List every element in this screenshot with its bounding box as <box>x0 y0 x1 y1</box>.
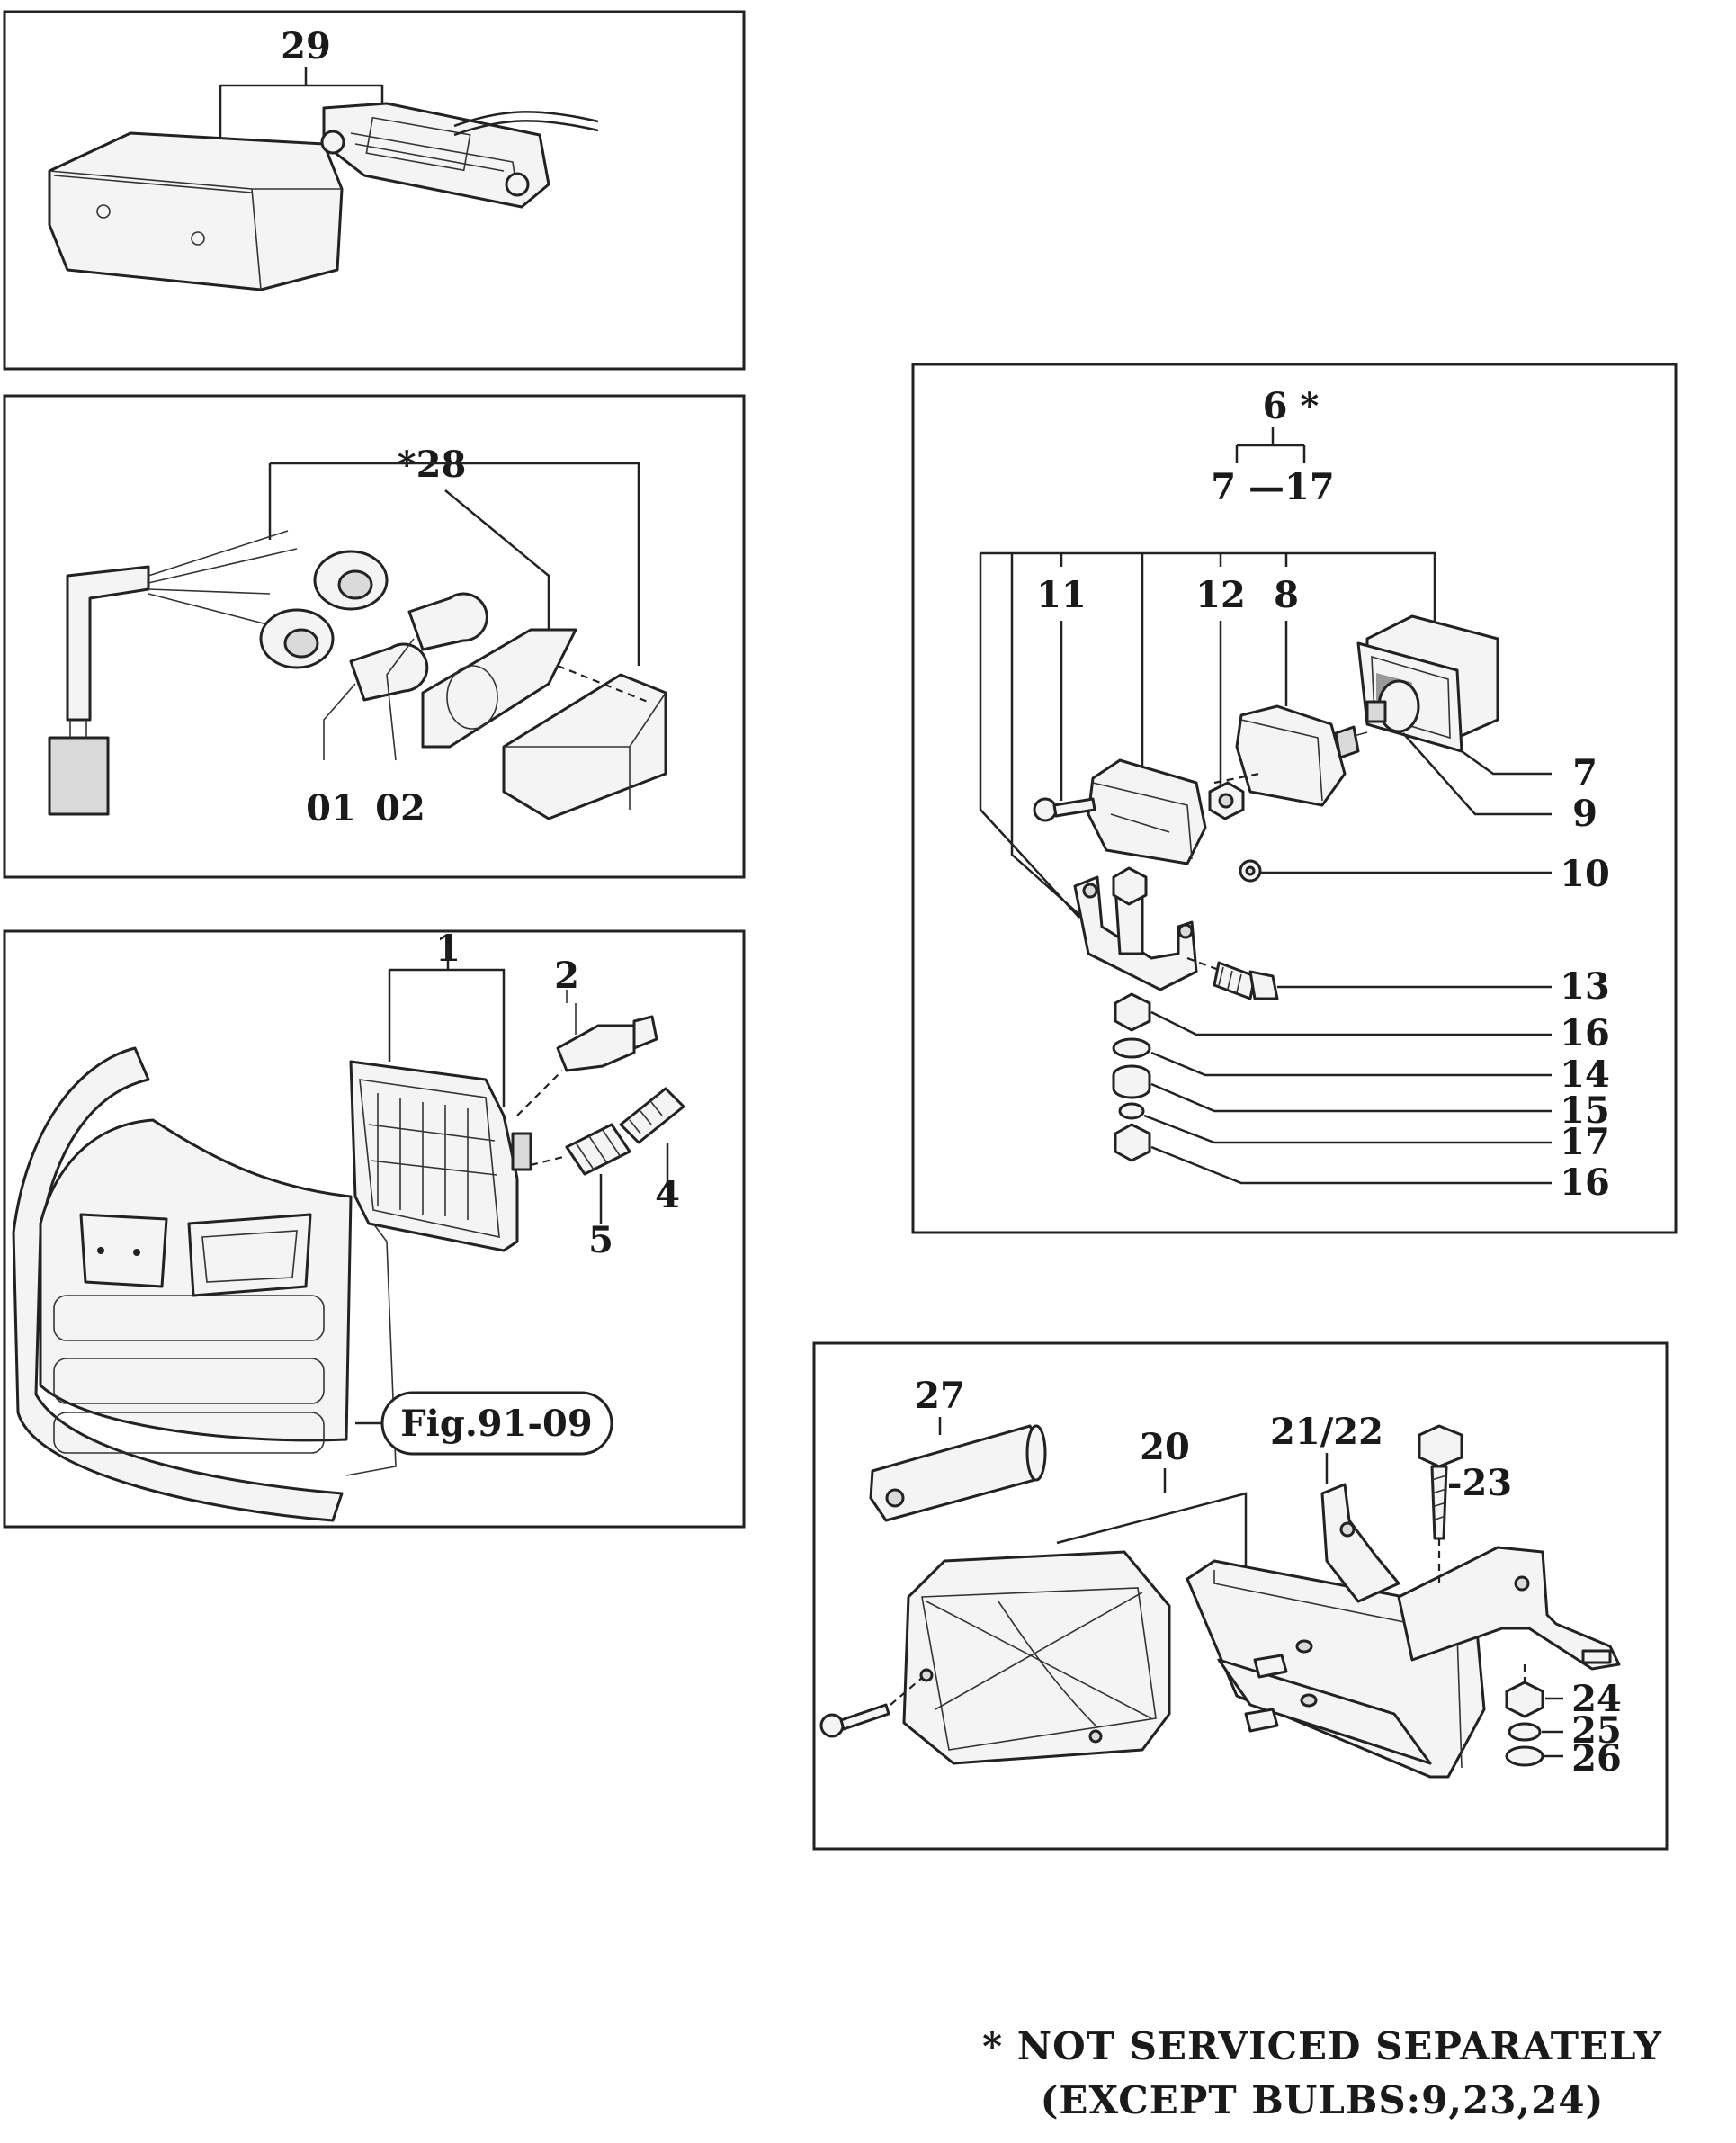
label-14: 14 <box>1560 1054 1610 1096</box>
tail-lamp-lens <box>1356 614 1499 753</box>
leader-6-bracket <box>979 551 1436 928</box>
label-6-group: 6 * <box>1263 385 1320 427</box>
work-lamp <box>349 1060 532 1252</box>
leader-7 <box>1461 749 1552 776</box>
label-7: 7 <box>1572 752 1597 794</box>
bulbs <box>323 592 488 761</box>
wiring-harness <box>48 530 389 816</box>
label-8: 8 <box>1274 574 1299 616</box>
leader-6 <box>1235 427 1306 463</box>
label-25: 25 <box>1571 1709 1622 1752</box>
label-10: 10 <box>1560 853 1610 895</box>
label-26: 26 <box>1571 1737 1622 1780</box>
lens-screw <box>819 1677 923 1738</box>
note-line-2: (EXCEPT BULBS:9,23,24) <box>1040 2078 1605 2122</box>
leader-6-sub <box>1060 621 1288 801</box>
panel-20: 27 20 21/22 -23 <box>812 1341 1669 1851</box>
hardware-stack <box>1112 992 1151 1162</box>
panel-1: 1 2 4 5 <box>3 928 746 1529</box>
tail-lamp-body <box>421 628 667 820</box>
tail-lamp-housing-8 <box>1213 704 1368 807</box>
label-21-22: 21/22 <box>1270 1411 1383 1453</box>
note-line-1: * NOT SERVICED SEPARATELY <box>982 2024 1662 2068</box>
rear-lamp-lens <box>902 1550 1171 1765</box>
bolt-13 <box>1186 956 1279 1000</box>
nut-12 <box>1208 781 1245 820</box>
label-29: 29 <box>281 25 331 67</box>
bracket-21-22 <box>1320 1483 1621 1671</box>
adjuster-screw-4 <box>619 1087 685 1183</box>
leader-29 <box>219 67 384 148</box>
nut-16-upper <box>1114 992 1151 1032</box>
label-15: 15 <box>1560 1089 1610 1132</box>
panel-29-frame <box>3 10 746 371</box>
label-6-range: 7 —17 <box>1211 466 1334 508</box>
hood-lamp-recess <box>187 1213 312 1297</box>
panel-20-frame <box>812 1341 1669 1851</box>
label-13: 13 <box>1560 965 1610 1008</box>
leader-1 <box>388 945 506 1107</box>
nut-16-lower <box>1114 1123 1151 1162</box>
label-5: 5 <box>588 1219 613 1261</box>
lockwasher-25 <box>1508 1722 1542 1742</box>
work-lamp-bulb <box>516 990 658 1116</box>
panel-6-frame <box>911 363 1678 1234</box>
tractor-hood <box>12 1046 397 1522</box>
washer-14 <box>1112 1037 1151 1059</box>
washer-26 <box>1505 1745 1544 1767</box>
label-17: 17 <box>1560 1121 1610 1163</box>
license-lamp-lens <box>48 131 344 291</box>
label-24: 24 <box>1571 1678 1622 1720</box>
label-16-lower: 16 <box>1560 1161 1610 1204</box>
label-28: *28 <box>398 444 467 486</box>
strap-27 <box>869 1424 1047 1522</box>
lockwasher-17 <box>1118 1102 1145 1120</box>
lamp-wire <box>453 111 599 128</box>
panel-6: 6 * 7 —17 11 12 8 <box>911 363 1678 1234</box>
label-20: 20 <box>1140 1426 1190 1468</box>
spacer-15 <box>1112 1064 1151 1099</box>
spring-5 <box>530 1123 631 1224</box>
fig-ref-text[interactable]: Fig.91-09 <box>400 1403 592 1445</box>
label-16-upper: 16 <box>1560 1012 1610 1054</box>
harness-connector <box>48 736 110 816</box>
panel-29: 29 <box>3 10 746 371</box>
lamp-bracket <box>1073 866 1198 991</box>
license-lamp-base <box>320 102 599 209</box>
screw-11 <box>1033 797 1096 822</box>
lamp-cover <box>1087 758 1207 865</box>
label-01: 01 <box>306 787 356 829</box>
bulb-02 <box>407 592 488 651</box>
leader-16b <box>1150 1145 1552 1185</box>
panel-28-frame <box>3 394 746 879</box>
label-9: 9 <box>1572 793 1597 835</box>
nut-24 <box>1505 1681 1544 1718</box>
leader-16a <box>1150 1010 1552 1036</box>
leader-28 <box>268 462 640 666</box>
leader-17 <box>1143 1114 1552 1144</box>
panel-28: *28 01 02 <box>3 394 746 879</box>
leader-9 <box>1402 732 1552 816</box>
label-12: 12 <box>1195 574 1246 616</box>
leader-14 <box>1150 1051 1552 1077</box>
label-11: 11 <box>1036 574 1087 616</box>
label-27: 27 <box>915 1375 965 1417</box>
hood-grille-panel <box>79 1213 168 1288</box>
panel-1-frame <box>3 929 746 1529</box>
label-23: -23 <box>1447 1462 1512 1504</box>
leader-15 <box>1150 1082 1552 1113</box>
bolt-23 <box>1418 1424 1463 1583</box>
tail-lamp-bulb-9 <box>1365 679 1420 733</box>
label-02: 02 <box>375 787 425 829</box>
